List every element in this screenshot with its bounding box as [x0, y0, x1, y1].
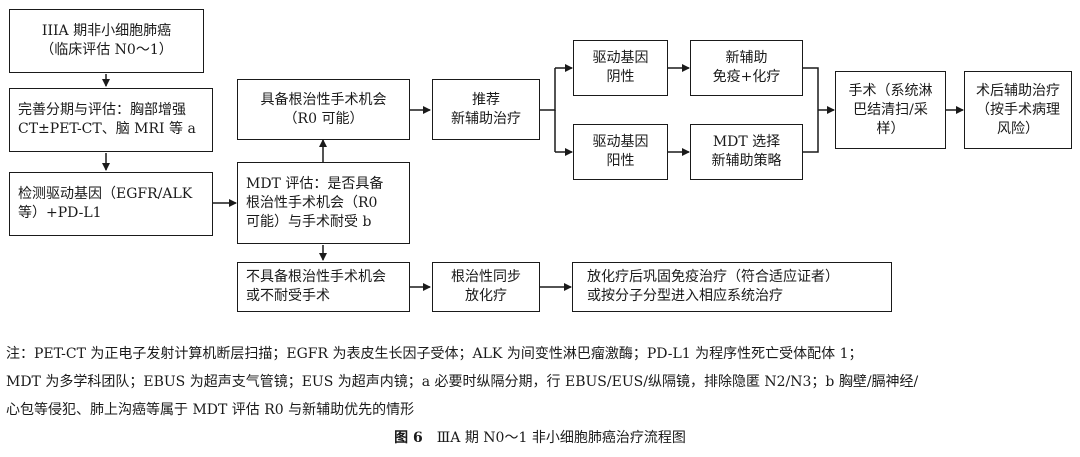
note-line: 心包等侵犯、肺上沟癌等属于 MDT 评估 R0 与新辅助优先的情形 [6, 402, 415, 418]
connector-neoadj-branch [540, 68, 556, 111]
box-definitive-chemoradiation: 根治性同步 放化疗 [432, 262, 540, 312]
box-resectable: 具备根治性手术机会 （R0 可能） [237, 79, 410, 140]
box-mdt-evaluation: MDT 评估：是否具备 根治性手术机会（R0 可能）与手术耐受 b [237, 162, 410, 244]
box-iiia-stage: IIIA 期非小细胞肺癌 （临床评估 N0～1） [9, 9, 204, 73]
box-mdt-neoadjuvant-strategy: MDT 选择 新辅助策略 [690, 124, 803, 180]
figure-caption: 图 6 ⅢA 期 N0～1 非小细胞肺癌治疗流程图 [0, 427, 1080, 447]
box-unresectable: 不具备根治性手术机会 或不耐受手术 [237, 262, 410, 312]
figure-notes: 注：PET-CT 为正电子发射计算机断层扫描；EGFR 为表皮生长因子受体；AL… [6, 340, 1078, 424]
box-postop-adjuvant: 术后辅助治疗 （按手术病理 风险） [964, 71, 1072, 149]
box-neoadjuvant-recommend: 推荐 新辅助治疗 [432, 79, 540, 140]
figure-number: 图 6 [394, 430, 423, 446]
flowchart-connectors [102, 64, 964, 291]
box-driver-gene-test: 检测驱动基因（EGFR/ALK 等）+PD-L1 [9, 172, 213, 236]
connector-treatment-merge [803, 67, 819, 153]
box-surgery: 手术（系统淋 巴结清扫/采 样） [835, 71, 946, 149]
box-staging-evaluation: 完善分期与评估：胸部增强 CT±PET-CT、脑 MRI 等 a [9, 88, 213, 152]
note-line: MDT 为多学科团队；EBUS 为超声支气管镜；EUS 为超声内镜；a 必要时纵… [6, 374, 919, 390]
figure-title: ⅢA 期 N0～1 非小细胞肺癌治疗流程图 [436, 430, 686, 446]
box-driver-positive: 驱动基因 阳性 [573, 124, 668, 180]
note-line: 注：PET-CT 为正电子发射计算机断层扫描；EGFR 为表皮生长因子受体；AL… [6, 346, 863, 362]
box-neoadjuvant-immuno-chemo: 新辅助 免疫+化疗 [690, 40, 803, 96]
box-consolidation-therapy: 放化疗后巩固免疫治疗（符合适应证者） 或按分子分型进入相应系统治疗 [572, 262, 892, 312]
box-driver-negative: 驱动基因 阴性 [573, 40, 668, 96]
